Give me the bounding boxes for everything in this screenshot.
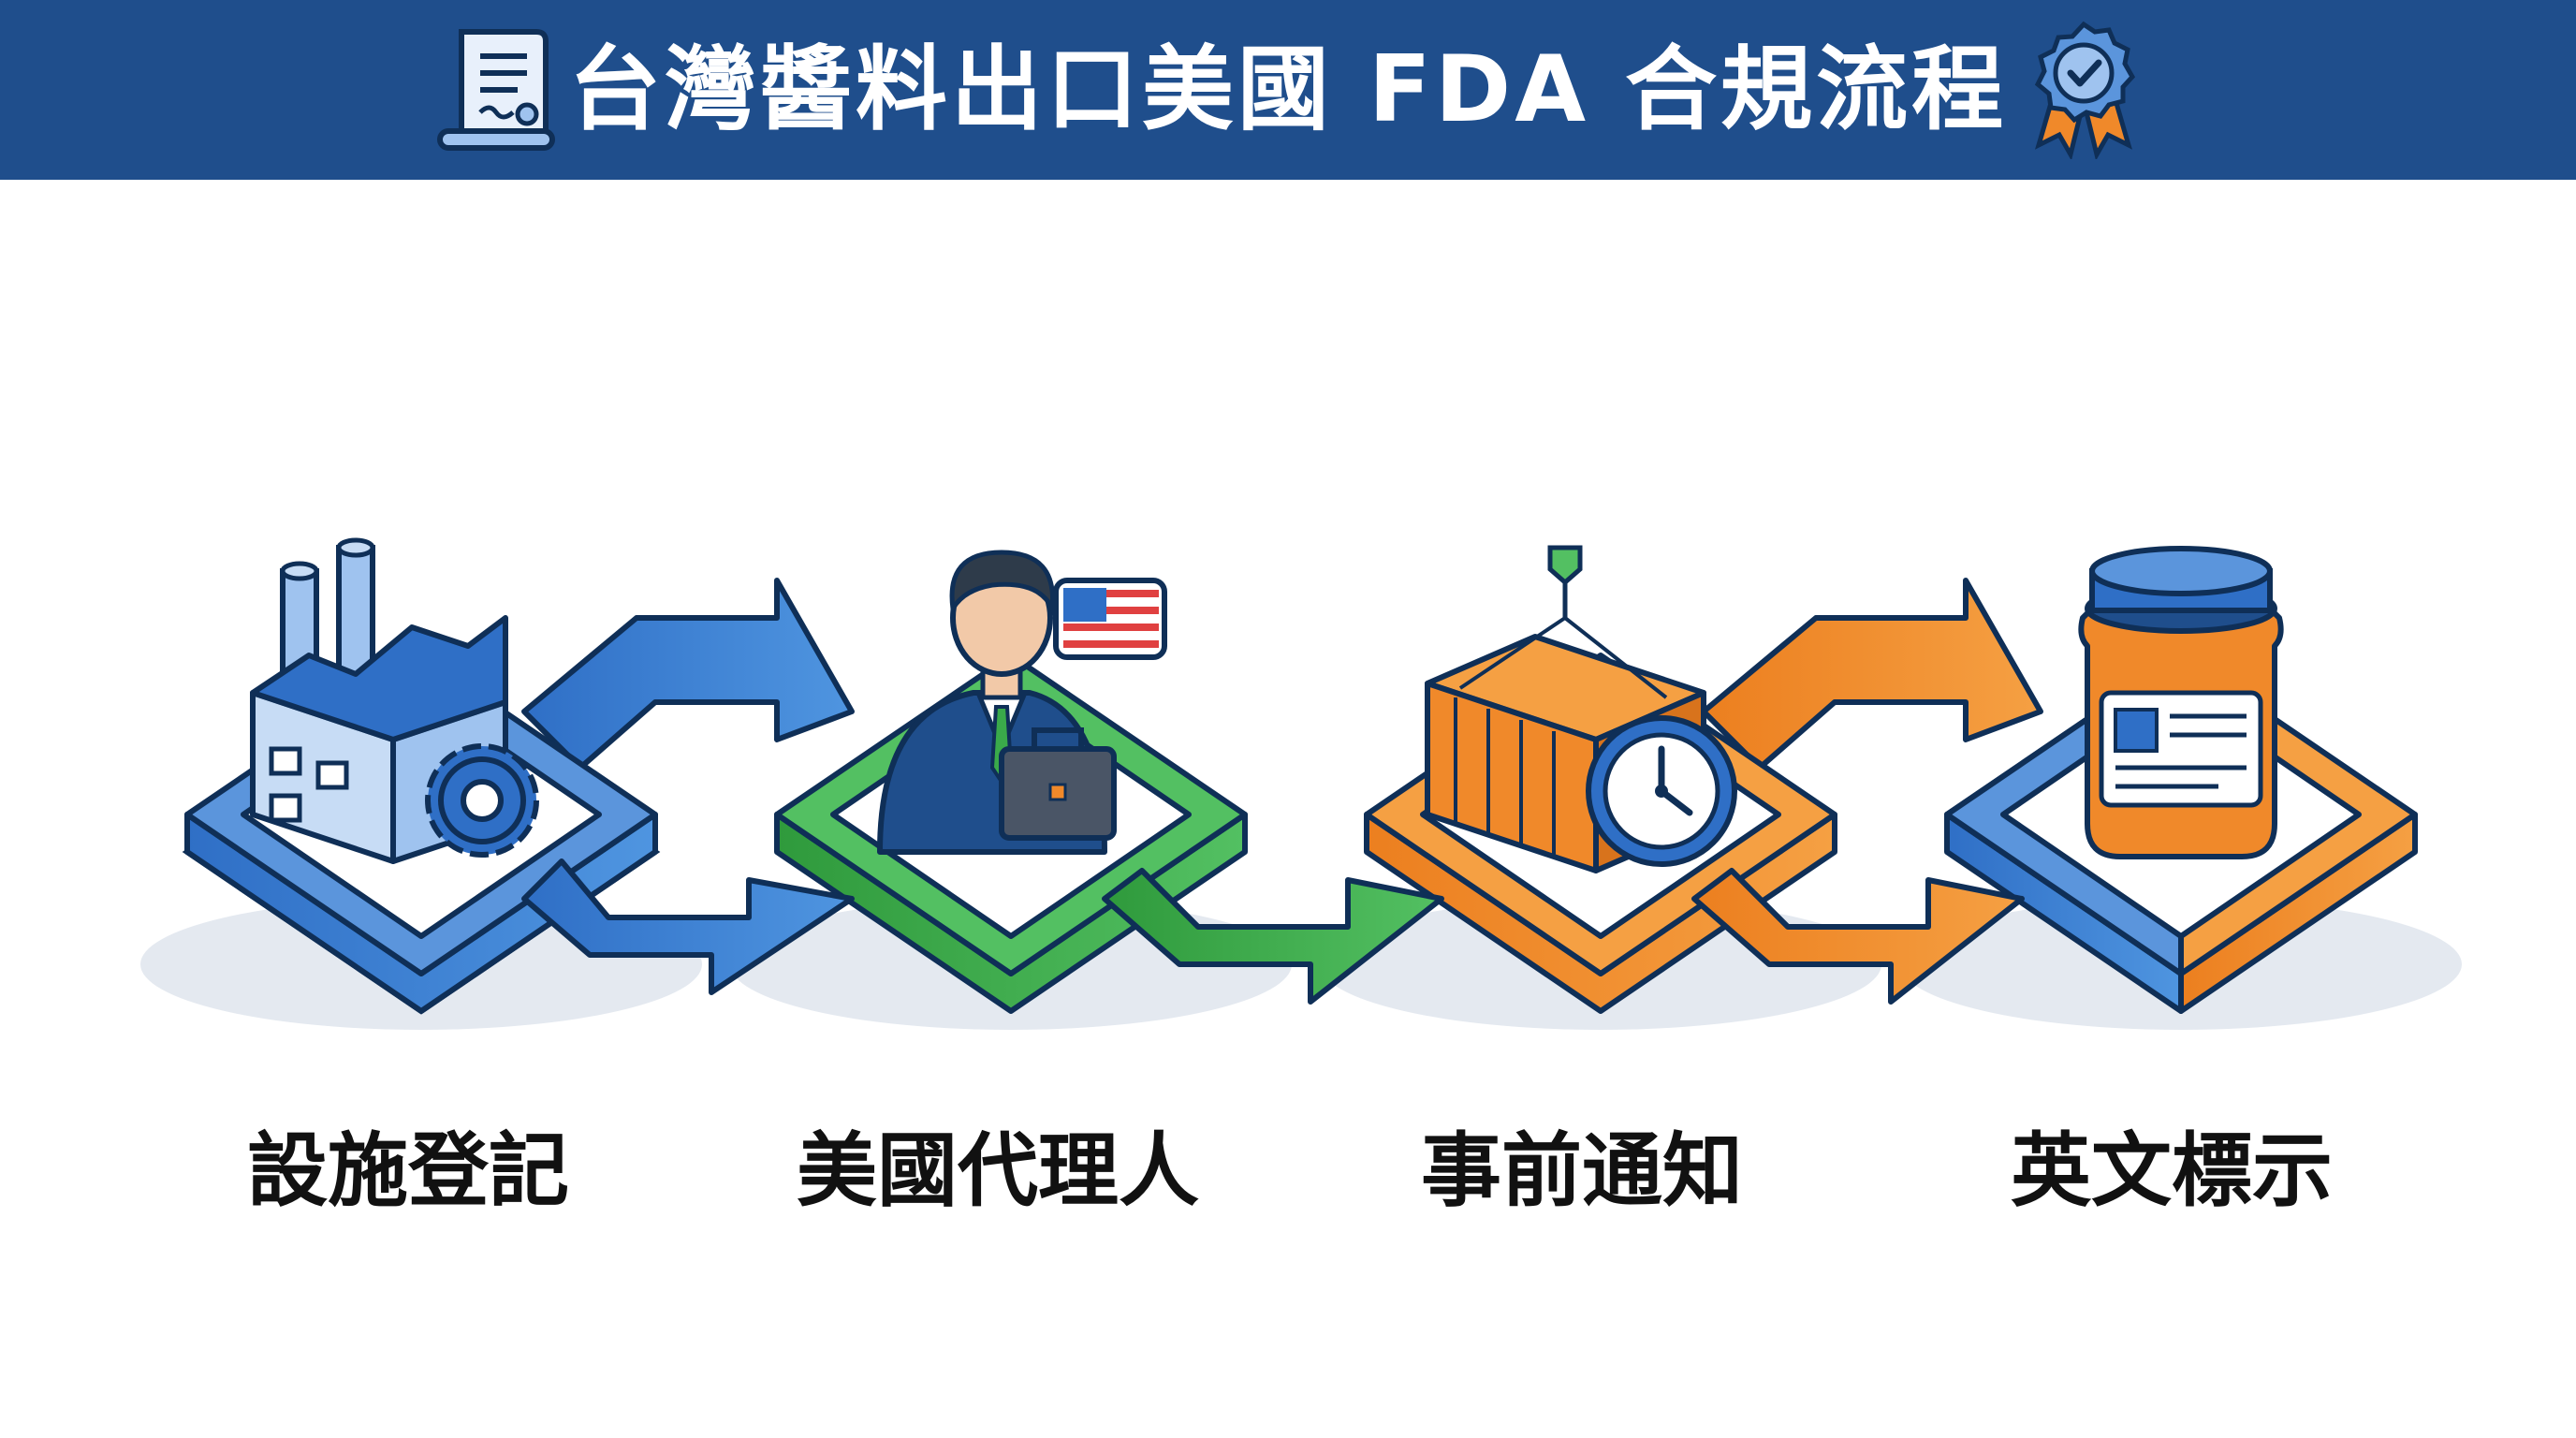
- arrow-step3-to-step4-upper: [1701, 578, 2043, 770]
- process-flow-diagram: [140, 537, 2462, 1030]
- shipping-container-clock-icon: [1425, 545, 1737, 873]
- document-certificate-icon: [437, 29, 555, 151]
- arrow-step1-to-step2-upper: [521, 578, 855, 770]
- arrow-step1-to-step2-lower: [521, 858, 855, 995]
- header-bar: [0, 0, 2576, 180]
- step-4-label: 英文標示: [2011, 1124, 2333, 1218]
- businessman-briefcase-us-flag-icon: [877, 550, 1167, 855]
- sauce-jar-label-icon: [2078, 546, 2284, 859]
- step-3-label: 事前通知: [1421, 1124, 1743, 1218]
- step-2-label: 美國代理人: [797, 1124, 1199, 1218]
- page-title: 台灣醬料出口美國 FDA 合規流程: [568, 37, 2008, 143]
- arrow-step2-to-step3: [1102, 868, 1444, 1005]
- arrow-step3-to-step4-lower: [1691, 868, 2025, 1005]
- factory-gear-icon: [250, 537, 539, 864]
- award-badge-check-icon: [2034, 21, 2136, 159]
- step-1-label: 設施登記: [247, 1124, 569, 1218]
